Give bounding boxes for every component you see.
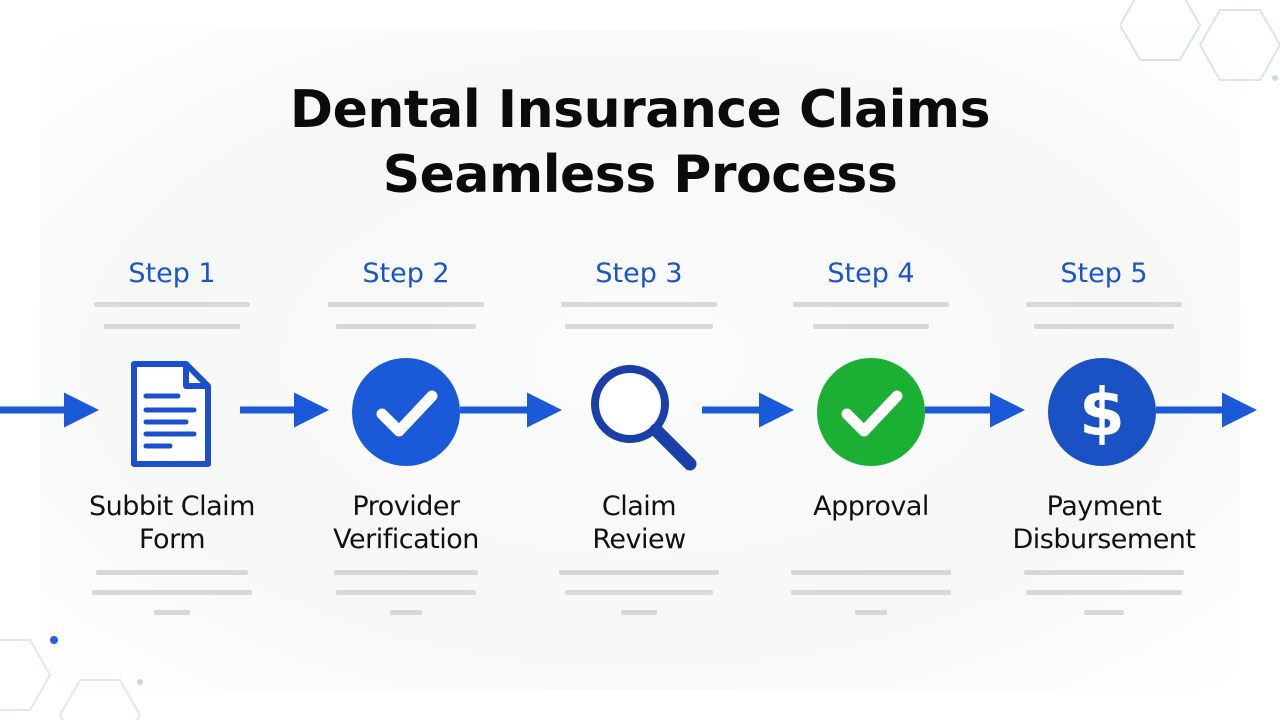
step-label: Claim Review: [529, 490, 749, 556]
dollar-icon: $: [1046, 356, 1158, 473]
step-label-line-1: Claim: [601, 491, 677, 522]
step-number: Step 5: [1060, 258, 1148, 289]
checkmark-icon: [815, 356, 927, 473]
step-description-placeholder: [62, 296, 282, 344]
step-label-line-1: Approval: [813, 491, 929, 522]
step-label-line-2: Form: [138, 524, 206, 555]
step-footnote-placeholder: [62, 564, 282, 632]
step-footnote-placeholder: [994, 564, 1214, 632]
step-label: Approval: [761, 490, 981, 523]
step-label-line-1: Subbit Claim: [89, 491, 255, 522]
checkmark-icon: [350, 356, 462, 473]
step-number: Step 3: [595, 258, 683, 289]
step-label-line-2: Review: [592, 524, 686, 555]
step-footnote-placeholder: [529, 564, 749, 632]
step-number: Step 2: [362, 258, 450, 289]
step-number: Step 1: [128, 258, 216, 289]
step-label-line-2: Disbursement: [1012, 524, 1197, 555]
page-title-line-1: Dental Insurance Claims: [289, 80, 991, 140]
step-label-line-2: Verification: [333, 524, 479, 555]
step-description-placeholder: [529, 296, 749, 344]
page-title-line-2: Seamless Process: [382, 145, 898, 205]
step-label: Provider Verification: [296, 490, 516, 556]
step-label: Payment Disbursement: [994, 490, 1214, 556]
magnifying-glass-icon: [588, 362, 700, 479]
step-description-placeholder: [994, 296, 1214, 344]
step-description-placeholder: [296, 296, 516, 344]
step-label-line-1: Payment: [1046, 491, 1162, 522]
background-wash: [40, 30, 1240, 690]
document-icon: [128, 360, 212, 473]
step-description-placeholder: [761, 296, 981, 344]
step-label-line-1: Provider: [352, 491, 460, 522]
svg-text:$: $: [1079, 374, 1125, 451]
step-footnote-placeholder: [296, 564, 516, 632]
hexagon-decoration-bottom-left: [0, 636, 143, 720]
step-label: Subbit Claim Form: [62, 490, 282, 556]
hexagon-decoration-top-right: [1120, 0, 1280, 81]
step-number: Step 4: [827, 258, 915, 289]
process-flow-arrows: [0, 392, 1257, 428]
step-footnote-placeholder: [761, 564, 981, 632]
